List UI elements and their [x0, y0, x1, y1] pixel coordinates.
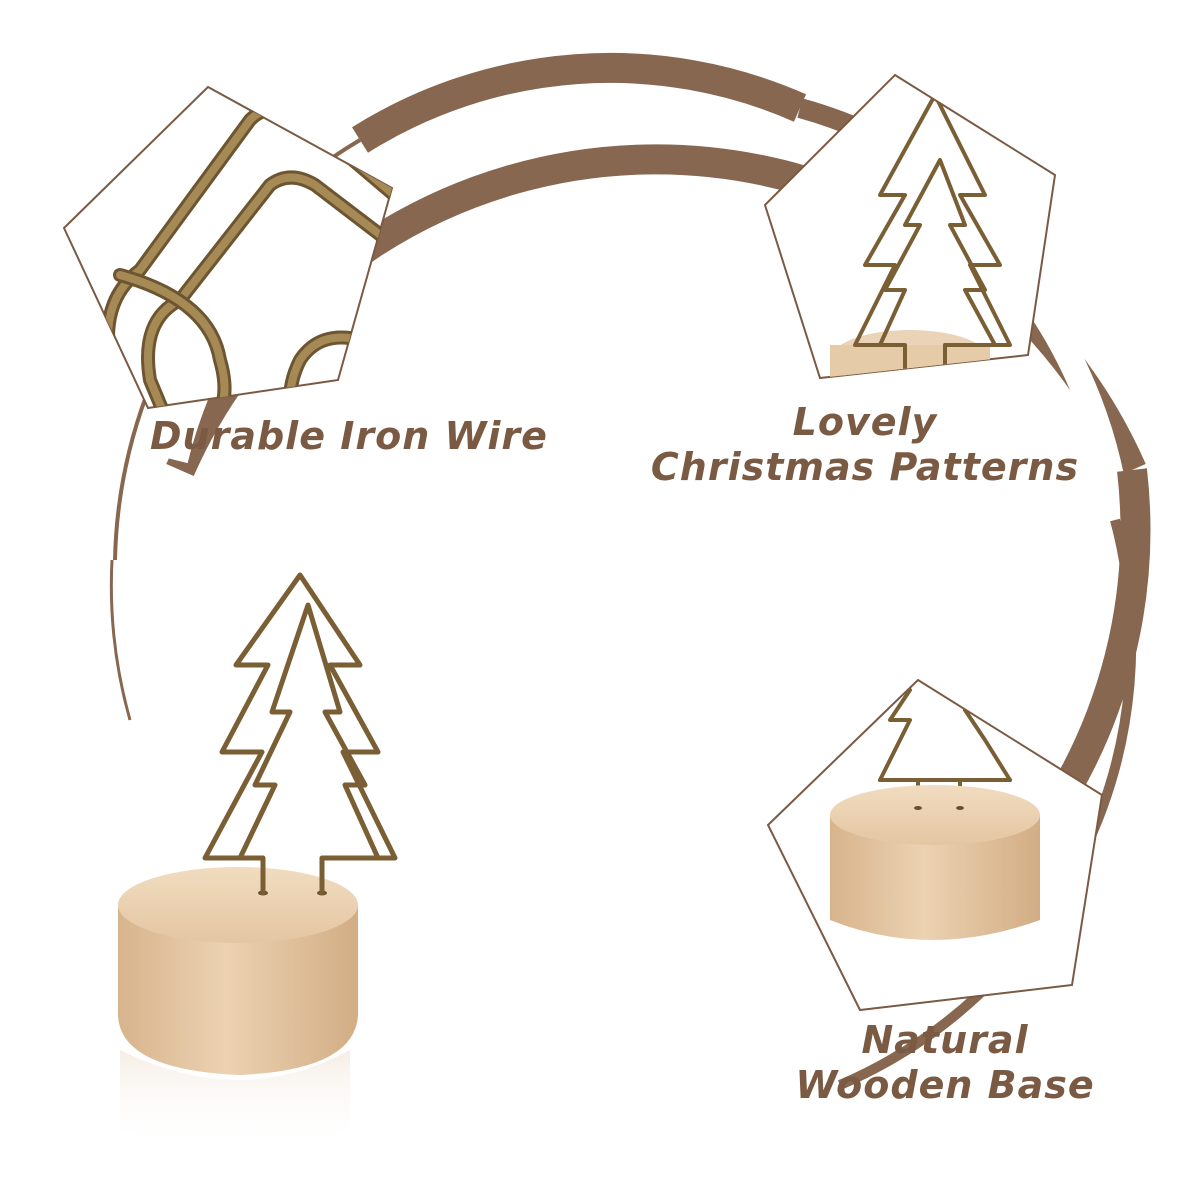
wooden-base-label-line1: Natural	[861, 1018, 1029, 1062]
wooden-base-label: Natural Wooden Base	[780, 1018, 1110, 1108]
product-main	[118, 572, 398, 1150]
wooden-base-badge	[766, 678, 1104, 1012]
christmas-patterns-label-line1: Lovely	[792, 400, 938, 444]
durable-iron-wire-label: Durable Iron Wire	[150, 414, 548, 458]
christmas-patterns-label-line2: Christmas Patterns	[650, 444, 1080, 489]
wire-closeup-badge	[62, 85, 394, 410]
christmas-patterns-label: Lovely Christmas Patterns	[650, 400, 1080, 490]
wooden-base-label-line2: Wooden Base	[795, 1062, 1095, 1107]
